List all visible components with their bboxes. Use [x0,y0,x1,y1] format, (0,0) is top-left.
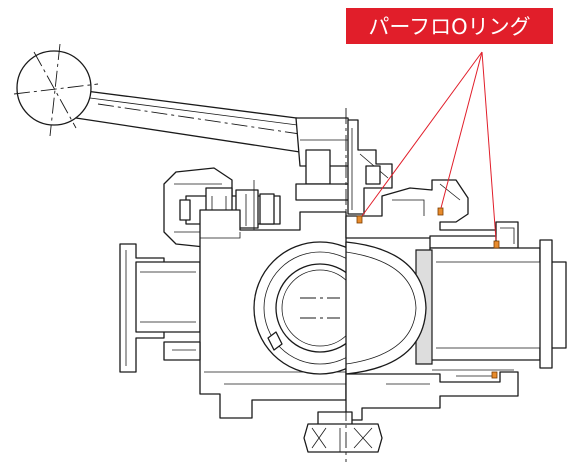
o-ring-seal-4 [491,371,498,379]
o-ring-seal-1 [356,215,363,224]
axis-line [300,297,340,319]
left-ferrule [119,243,201,373]
right-section [345,179,567,421]
lever-handle [13,43,353,185]
o-ring-seal-2 [437,207,444,216]
bottom-fitting [303,411,383,453]
o-ring-seal-3 [493,240,500,249]
stem-assembly [295,119,393,215]
callout-box [346,8,553,44]
perfluoro-o-ring-seals [356,207,500,379]
callout-label-perfluoro-o-ring: パーフロOリング [368,15,531,39]
callout-leader-lines [361,51,497,241]
